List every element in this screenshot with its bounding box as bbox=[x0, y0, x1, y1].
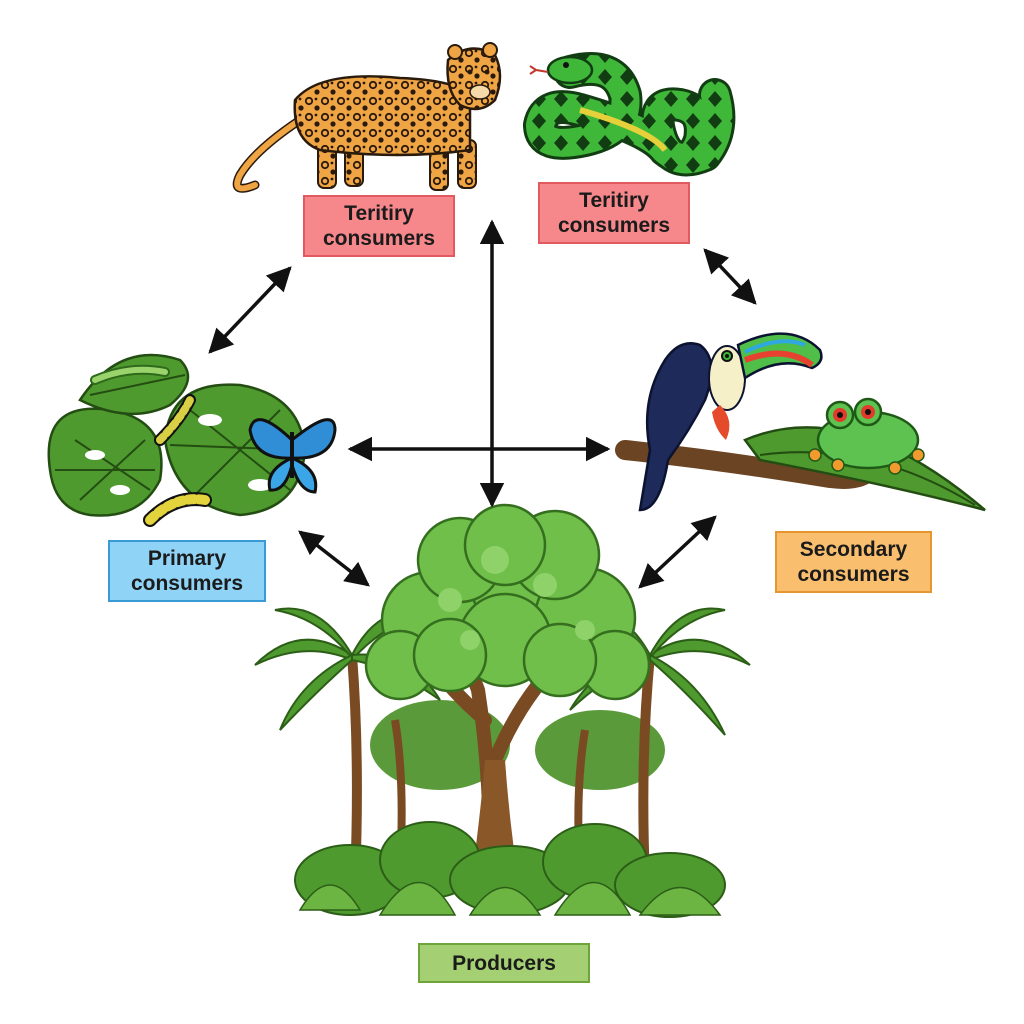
arrow-group bbox=[208, 219, 757, 589]
arrow-primary-producers bbox=[298, 530, 370, 587]
arrow-tertiary-right-secondary bbox=[703, 248, 757, 305]
arrow-secondary-producers bbox=[638, 515, 717, 589]
snake-illustration bbox=[523, 51, 736, 177]
label-secondary-consumers: Secondary consumers bbox=[775, 531, 932, 593]
arrow-tertiary-left-primary bbox=[208, 266, 292, 354]
label-tertiary-consumers-left: Teritiry consumers bbox=[303, 195, 455, 257]
rainforest-trees-illustration bbox=[254, 503, 751, 918]
label-producers: Producers bbox=[418, 943, 590, 983]
leaves-caterpillars-butterfly-illustration bbox=[47, 353, 337, 527]
toucan-and-frog-illustration bbox=[615, 332, 986, 512]
label-tertiary-consumers-right: Teritiry consumers bbox=[538, 182, 690, 244]
label-primary-consumers: Primary consumers bbox=[108, 540, 266, 602]
jaguar-illustration bbox=[232, 42, 502, 193]
